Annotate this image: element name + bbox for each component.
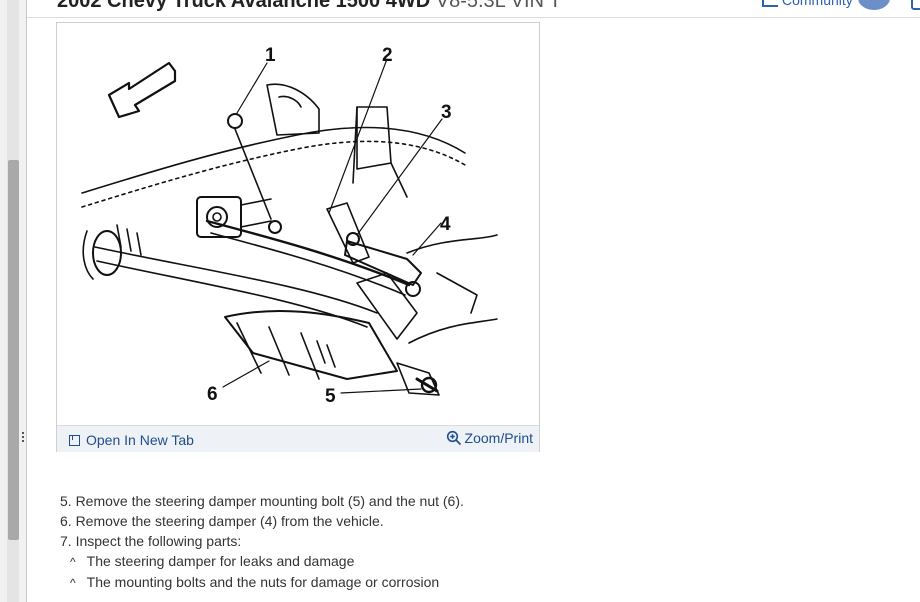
zoom-print-label: Zoom/Print: [464, 430, 533, 446]
vehicle-header: 2002 Chevy Truck Avalanche 1500 4WD V8-5…: [27, 0, 920, 18]
inspect-item: ^ The steering damper for leaks and dama…: [60, 551, 464, 572]
avatar[interactable]: [858, 0, 890, 10]
open-new-tab-label: Open In New Tab: [86, 432, 194, 448]
callout-leader-6: [222, 360, 270, 388]
callout-leader-1: [236, 62, 268, 114]
callout-leader-3: [356, 118, 443, 236]
left-scrollbar[interactable]: [0, 0, 27, 602]
inspect-item: ^ The mounting bolts and the nuts for da…: [60, 572, 464, 593]
community-label: Community: [782, 0, 853, 8]
vehicle-model: 2002 Chevy Truck Avalanche 1500 4WD: [57, 0, 431, 12]
diagram-card: 1 2 3 4 5 6 Open In New Tab Zoom/Print: [56, 22, 540, 452]
zoom-print-link[interactable]: Zoom/Print: [446, 430, 533, 446]
steering-damper-diagram: 1 2 3 4 5 6: [81, 45, 498, 407]
step-5: 5. Remove the steering damper mounting b…: [60, 493, 464, 509]
chat-icon: [762, 0, 778, 7]
callout-3: 3: [441, 102, 452, 123]
community-link[interactable]: Community: [762, 0, 853, 8]
callout-leader-2: [328, 58, 388, 214]
vehicle-title: 2002 Chevy Truck Avalanche 1500 4WD V8-5…: [57, 0, 561, 13]
zoom-in-icon: [446, 430, 461, 446]
step-6: 6. Remove the steering damper (4) from t…: [60, 513, 384, 529]
inspect-item-text: The mounting bolts and the nuts for dama…: [86, 574, 440, 590]
callout-2: 2: [382, 45, 393, 66]
inspect-item-text: The steering damper for leaks and damage: [86, 553, 355, 569]
callout-1: 1: [265, 45, 276, 66]
callout-4: 4: [440, 214, 451, 235]
forward-arrow-icon: [107, 61, 177, 119]
resize-handle[interactable]: [22, 432, 24, 444]
procedure-steps: 5. Remove the steering damper mounting b…: [60, 491, 464, 593]
step-7: 7. Inspect the following parts:: [60, 533, 242, 549]
callout-5: 5: [325, 386, 336, 407]
callout-6: 6: [207, 384, 218, 405]
callout-leader-5: [340, 388, 422, 394]
vehicle-engine: V8-5.3L VIN T: [435, 0, 562, 12]
vehicle-add-icon[interactable]: [911, 0, 920, 10]
external-link-icon: [69, 434, 80, 446]
bullet-caret: ^: [70, 555, 76, 569]
callout-leader-4: [412, 222, 442, 256]
bullet-caret: ^: [70, 576, 76, 590]
scrollbar-thumb[interactable]: [8, 160, 19, 540]
open-new-tab-link[interactable]: Open In New Tab: [69, 432, 194, 448]
figure-toolbar: Open In New Tab Zoom/Print: [57, 425, 539, 452]
